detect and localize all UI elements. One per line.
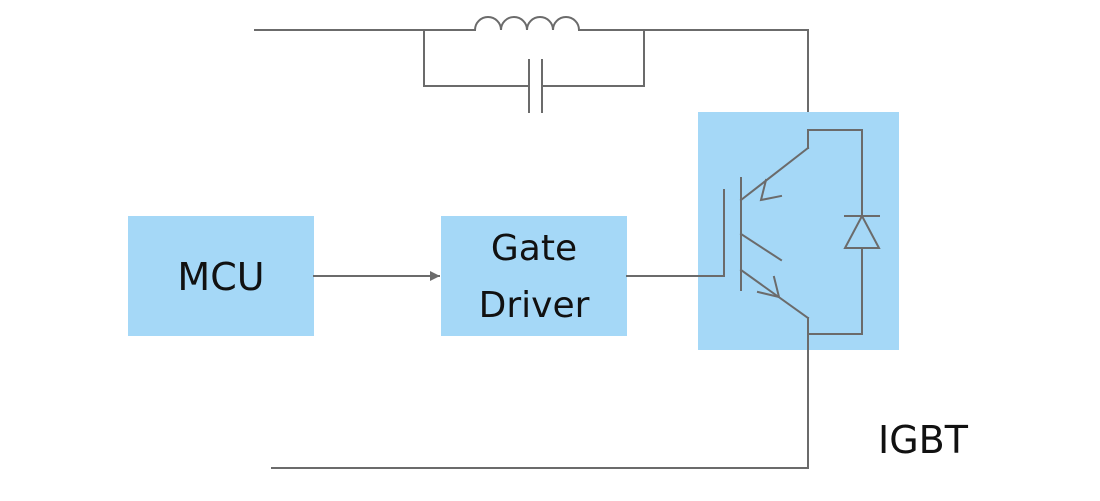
freewheel-diode-loop	[271, 129, 881, 469]
gate-driver-label-line2: Driver	[479, 285, 590, 326]
top-supply-wire	[254, 16, 809, 149]
mcu-block: MCU	[128, 216, 314, 336]
diode-triangle	[843, 213, 881, 249]
gate-driver-label-line1: Gate	[491, 228, 577, 269]
gate-driver-block: Gate Driver	[441, 216, 627, 336]
emitter-arrow	[756, 275, 781, 299]
gate-wire	[626, 189, 725, 277]
collector-arrow	[759, 178, 783, 202]
igbt-label: IGBT	[878, 418, 969, 462]
capacitor-branch	[423, 29, 645, 113]
inductor-symbol	[473, 16, 581, 32]
igbt-symbol	[739, 146, 810, 320]
mcu-label: MCU	[177, 255, 264, 299]
